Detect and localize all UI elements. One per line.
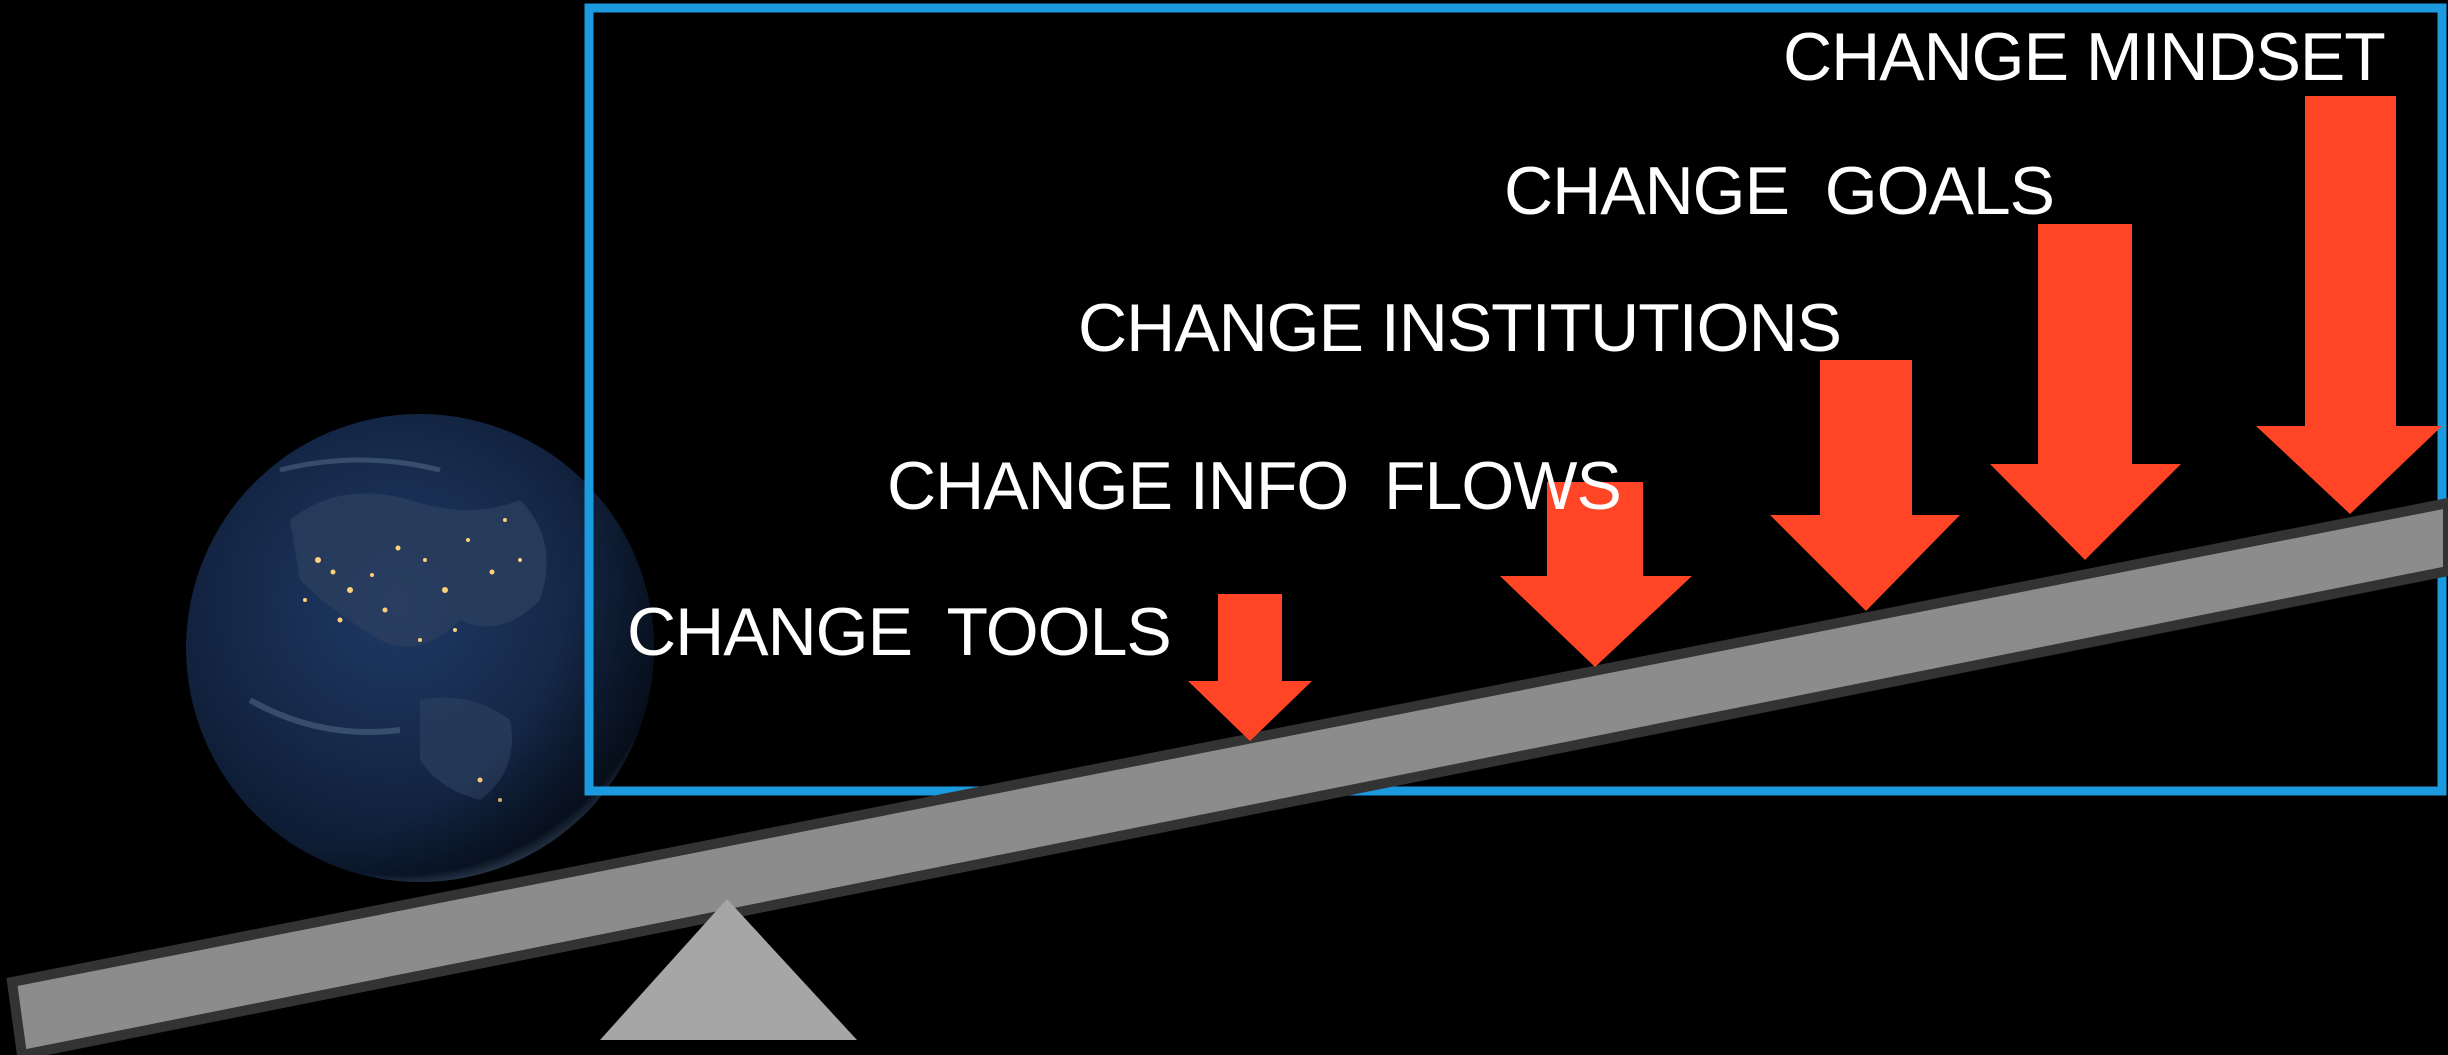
arrow-change-tools (1188, 594, 1312, 741)
label-change-institutions: CHANGE INSTITUTIONS (1078, 290, 1842, 366)
label-change-tools: CHANGE TOOLS (627, 594, 1172, 670)
label-change-goals: CHANGE GOALS (1504, 153, 2055, 229)
lever-beam (6, 497, 2448, 1055)
arrow-change-info-flows (1500, 482, 1692, 667)
arrow-change-institutions (1770, 360, 1960, 611)
earth-icon (186, 414, 654, 882)
fulcrum (600, 899, 857, 1040)
highlight-box (584, 3, 2447, 796)
arrow-change-goals (1990, 224, 2181, 560)
label-change-mindset: CHANGE MINDSET (1783, 19, 2386, 95)
label-change-info-flows: CHANGE INFO FLOWS (887, 448, 1622, 524)
arrow-change-mindset (2256, 96, 2442, 514)
